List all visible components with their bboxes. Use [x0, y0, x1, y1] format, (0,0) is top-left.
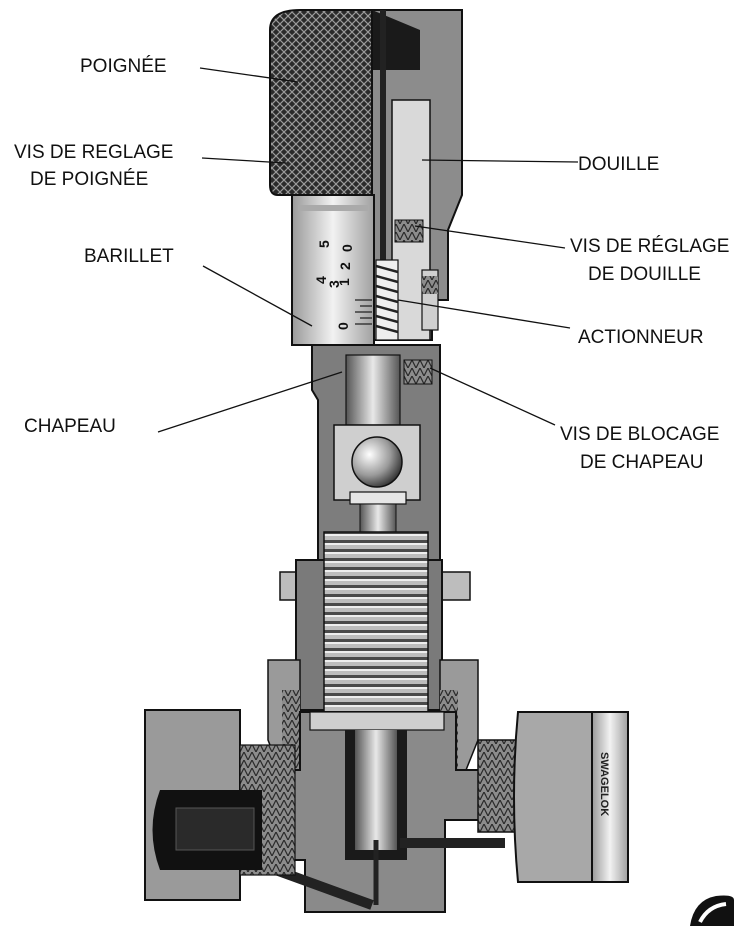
logo-mark [690, 895, 734, 926]
barrel-scale-digit: 1 [336, 278, 352, 286]
valve-body [233, 711, 506, 913]
barrel-scale-digit: 0 [335, 322, 351, 330]
barrel-scale-ticks [355, 299, 372, 325]
label-chapeau: CHAPEAU [24, 416, 116, 437]
barrel-scale-digit: 2 [337, 262, 353, 270]
right-fitting: SWAGELOK [477, 711, 629, 883]
actuator-spring [375, 259, 399, 341]
barrel-scale-digit: 0 [339, 244, 355, 252]
barrel-scale-digit: 3 [326, 280, 342, 288]
label-barillet: BARILLET [84, 246, 174, 267]
sleeve-body [371, 9, 463, 341]
leader-lines [157, 67, 579, 433]
label-vis-blocage-chapeau-line2: DE CHAPEAU [580, 452, 704, 473]
barrel-scale-digit: 5 [316, 240, 332, 248]
labels: POIGNÉE VIS DE REGLAGE DE POIGNÉE BARILL… [14, 56, 729, 473]
label-actionneur: ACTIONNEUR [578, 327, 704, 348]
barrel-scale-digit: 4 [313, 276, 329, 284]
bonnet [311, 344, 441, 561]
label-vis-reglage-poignee-line1: VIS DE REGLAGE [14, 142, 173, 163]
label-vis-blocage-chapeau-line1: VIS DE BLOCAGE [560, 424, 719, 445]
swagelok-marking: SWAGELOK [598, 752, 610, 816]
label-douille: DOUILLE [578, 154, 659, 175]
label-vis-reglage-douille-line2: DE DOUILLE [588, 264, 701, 285]
left-fitting [144, 709, 296, 901]
label-poignee: POIGNÉE [80, 56, 167, 77]
label-vis-reglage-douille-line1: VIS DE RÉGLAGE [570, 236, 729, 257]
label-vis-reglage-poignee-line2: DE POIGNÉE [30, 169, 148, 190]
